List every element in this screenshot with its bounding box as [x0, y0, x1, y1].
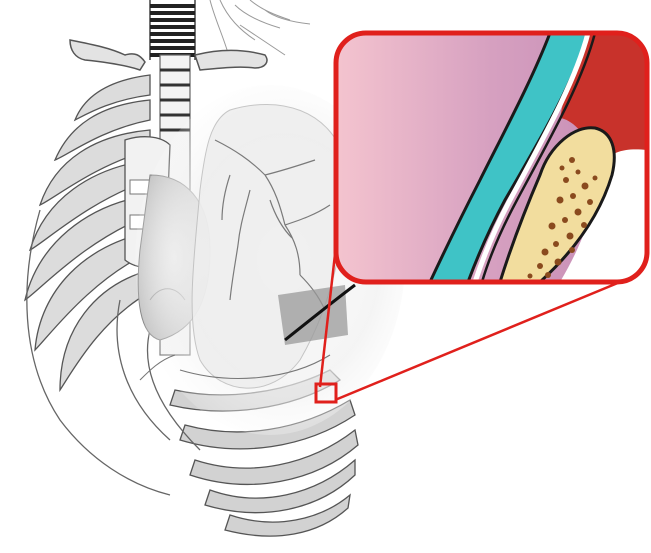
- magnified-inset: [336, 33, 647, 282]
- trachea: [150, 0, 195, 60]
